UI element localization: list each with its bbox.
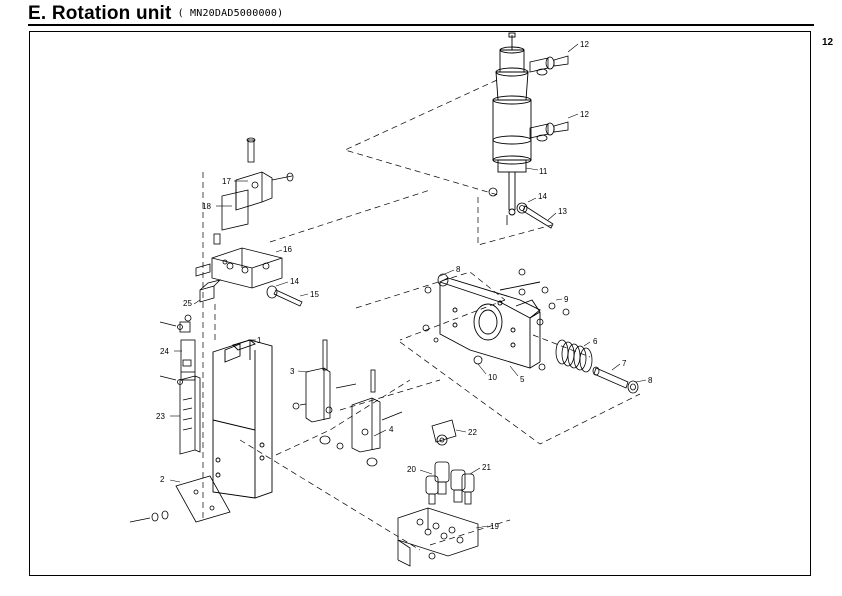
callout-label: 25 bbox=[183, 299, 192, 308]
rotary-cylinder bbox=[492, 32, 532, 216]
plate-bolts bbox=[422, 268, 570, 371]
callout-label: 7 bbox=[622, 359, 627, 368]
callout-label: 3 bbox=[290, 367, 295, 376]
fittings-20-21 bbox=[425, 461, 475, 505]
callout-label: 4 bbox=[389, 425, 394, 434]
block-16 bbox=[195, 233, 283, 289]
title-text: E. Rotation unit bbox=[28, 3, 172, 24]
callout-label: 15 bbox=[310, 290, 319, 299]
valve-22 bbox=[431, 419, 457, 446]
callout-label: 11 bbox=[539, 167, 548, 176]
diagram-frame bbox=[29, 31, 811, 576]
section-title: E. Rotation unit ( MN20DAD5000000) bbox=[28, 3, 283, 25]
callout-label: 14 bbox=[538, 192, 547, 201]
cap-8 bbox=[627, 380, 639, 394]
air-fitting-upper bbox=[529, 55, 569, 76]
bracket-17-18 bbox=[221, 137, 294, 231]
callout-numbers: 12 12 11 14 13 17 18 16 14 15 8 9 25 1 6… bbox=[156, 40, 653, 531]
callout-label: 18 bbox=[202, 202, 211, 211]
callout-label: 12 bbox=[580, 110, 589, 119]
shaft-7 bbox=[592, 366, 629, 389]
callout-label: 13 bbox=[558, 207, 567, 216]
pin-15 bbox=[266, 285, 303, 307]
screws-left bbox=[129, 321, 183, 523]
callout-label: 5 bbox=[520, 375, 525, 384]
callout-label: 9 bbox=[564, 295, 569, 304]
shaft-pin bbox=[488, 187, 554, 229]
callout-label: 23 bbox=[156, 412, 165, 421]
stopper-3 bbox=[292, 339, 357, 445]
callout-label: 24 bbox=[160, 347, 169, 356]
part-code: ( MN20DAD5000000) bbox=[177, 8, 284, 20]
callout-label: 2 bbox=[160, 475, 165, 484]
callout-label: 6 bbox=[593, 337, 598, 346]
spring-6 bbox=[555, 339, 593, 373]
callout-label: 22 bbox=[468, 428, 477, 437]
callout-label: 16 bbox=[283, 245, 292, 254]
callout-label: 1 bbox=[257, 336, 262, 345]
rotation-plate-5 bbox=[439, 277, 541, 369]
page-number: 12 bbox=[822, 37, 834, 48]
callout-label: 21 bbox=[482, 463, 491, 472]
sensor-bracket-25 bbox=[179, 279, 222, 333]
base-plate-1 bbox=[212, 339, 273, 499]
callout-label: 8 bbox=[456, 265, 461, 274]
callout-label: 12 bbox=[580, 40, 589, 49]
leader-lines bbox=[169, 43, 647, 529]
callout-label: 20 bbox=[407, 465, 416, 474]
callout-label: 17 bbox=[222, 177, 231, 186]
plate-2 bbox=[175, 475, 231, 523]
sensor-24 bbox=[180, 339, 196, 381]
manifold-plate-19 bbox=[397, 507, 479, 567]
callout-label: 14 bbox=[290, 277, 299, 286]
callout-label: 19 bbox=[490, 522, 499, 531]
stopper-4 bbox=[336, 369, 403, 467]
callout-label: 8 bbox=[648, 376, 653, 385]
callout-label: 10 bbox=[488, 373, 497, 382]
assembly-guides bbox=[202, 79, 641, 551]
air-fitting-lower bbox=[529, 121, 569, 142]
rail-23 bbox=[179, 375, 201, 455]
section-header: E. Rotation unit ( MN20DAD5000000) bbox=[28, 3, 814, 26]
